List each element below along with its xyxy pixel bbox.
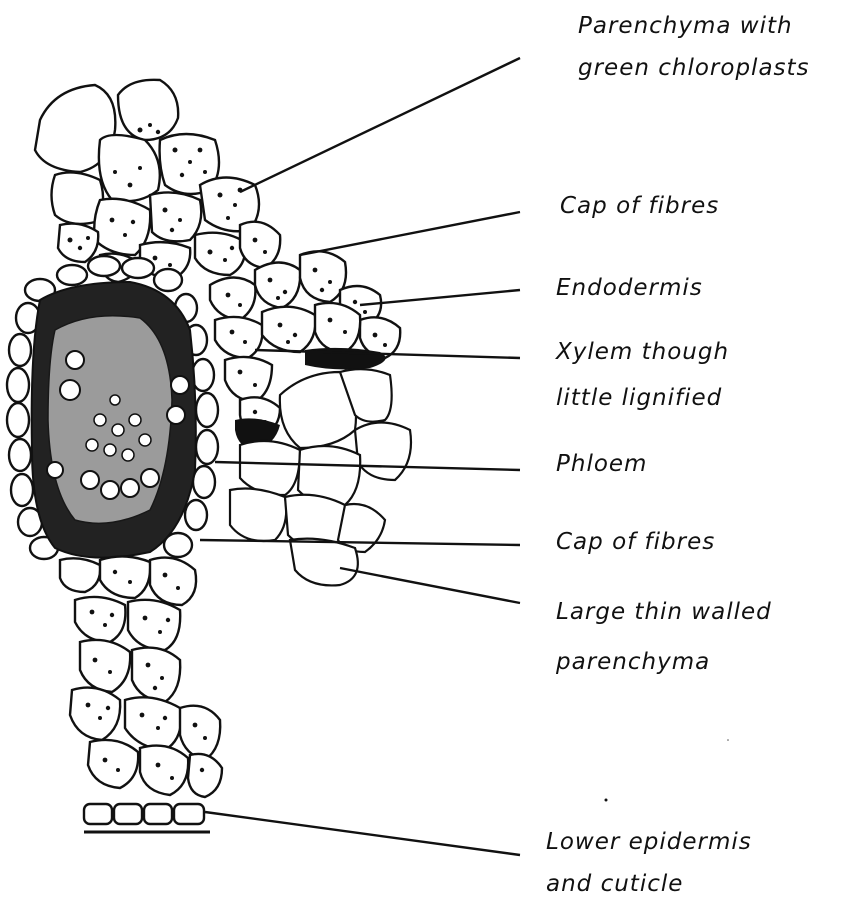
- lower-epidermis: [84, 804, 210, 832]
- leader-lower-epidermis: [205, 812, 520, 855]
- leader-large-parenchyma: [340, 568, 520, 603]
- speck: [605, 799, 608, 802]
- speck: [727, 739, 729, 741]
- label-large-parenchyma-line1: Large thin walled: [556, 596, 772, 628]
- label-parenchyma-chloroplasts-line1: Parenchyma with: [578, 10, 793, 42]
- label-cap-of-fibres-lower: Cap of fibres: [556, 526, 715, 558]
- label-xylem-line1: Xylem though: [556, 336, 729, 368]
- label-endodermis: Endodermis: [556, 272, 703, 304]
- label-large-parenchyma-line2: parenchyma: [556, 646, 710, 678]
- label-parenchyma-chloroplasts-line2: green chloroplasts: [578, 52, 810, 84]
- lower-parenchyma-cells: [60, 556, 222, 797]
- label-xylem-line2: little lignified: [556, 382, 722, 414]
- leader-parenchyma-chloroplasts: [240, 58, 520, 192]
- label-lower-epidermis-line2: and cuticle: [546, 868, 683, 900]
- label-phloem: Phloem: [556, 448, 647, 480]
- label-lower-epidermis-line1: Lower epidermis: [546, 826, 752, 858]
- label-cap-of-fibres-upper: Cap of fibres: [560, 190, 719, 222]
- upper-parenchyma-cells: [35, 80, 280, 282]
- leader-endodermis: [360, 290, 520, 305]
- leader-cap-of-fibres-upper: [300, 212, 520, 255]
